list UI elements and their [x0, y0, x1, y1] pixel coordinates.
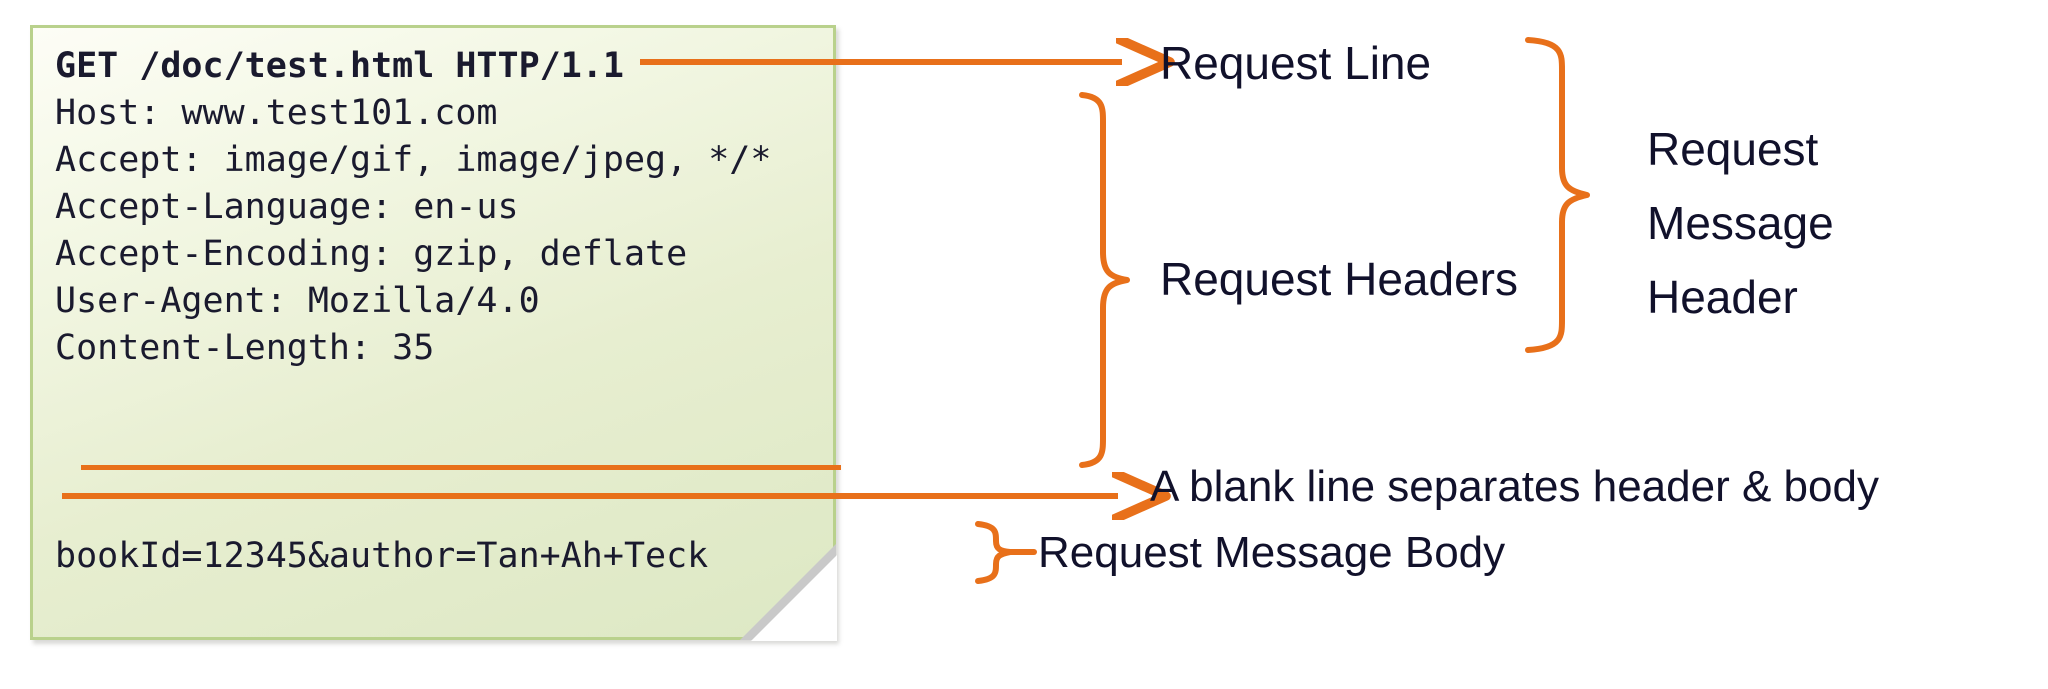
label-rmh-line-3: Header: [1647, 271, 1798, 323]
note-fold-corner: [751, 555, 837, 641]
request-headers-brace: [1079, 92, 1130, 468]
header-line-accept: Accept: image/gif, image/jpeg, */*: [55, 140, 772, 180]
label-blank-line-separator: A blank line separates header & body: [1150, 462, 1879, 511]
label-request-message-body: Request Message Body: [1038, 528, 1506, 577]
request-line-text: GET /doc/test.html HTTP/1.1: [55, 46, 624, 86]
header-line-host: Host: www.test101.com: [55, 93, 498, 133]
label-request-line: Request Line: [1160, 37, 1432, 89]
header-line-user-agent: User-Agent: Mozilla/4.0: [55, 281, 540, 321]
request-message-text: GET /doc/test.html HTTP/1.1 Host: www.te…: [55, 43, 835, 372]
header-line-accept-encoding: Accept-Encoding: gzip, deflate: [55, 234, 688, 274]
label-rmh-line-2: Message: [1647, 197, 1834, 249]
request-message-body-brace: [975, 521, 1037, 584]
label-request-headers: Request Headers: [1160, 253, 1518, 305]
header-line-content-length: Content-Length: 35: [55, 328, 435, 368]
blank-line-separator-rule: [81, 465, 841, 470]
header-line-accept-language: Accept-Language: en-us: [55, 187, 519, 227]
http-request-note: GET /doc/test.html HTTP/1.1 Host: www.te…: [30, 25, 841, 641]
label-request-message-header: Request Message Header: [1647, 112, 1834, 334]
label-rmh-line-1: Request: [1647, 123, 1819, 175]
request-message-header-brace: [1525, 37, 1590, 353]
request-body-text: bookId=12345&author=Tan+Ah+Teck: [55, 536, 709, 576]
